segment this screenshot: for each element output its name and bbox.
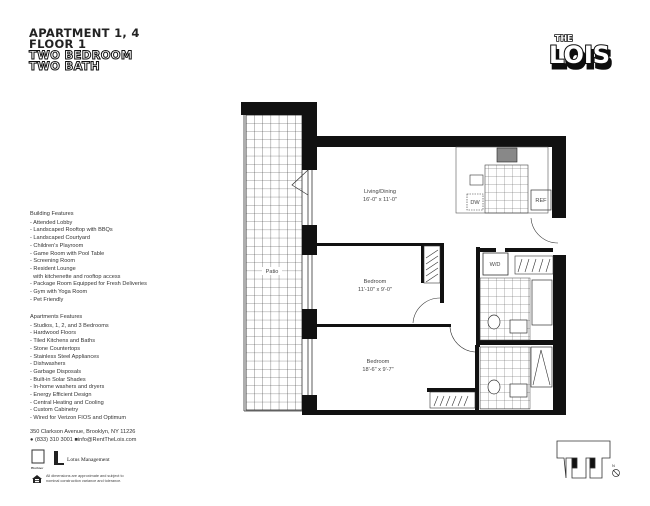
bedroom-count: TWO BEDROOM: [29, 48, 133, 62]
apartment-features-list: - Studios, 1, 2, and 3 Bedrooms- Hardwoo…: [30, 323, 126, 423]
lotus-logo-icon: [54, 451, 64, 465]
email-icon: ■: [74, 437, 78, 444]
bedroom1-dims: 11'-10" x 9'-0": [358, 287, 392, 293]
north-label: N: [612, 463, 615, 468]
address: 350 Clarkson Avenue, Brooklyn, NY 11226: [30, 429, 136, 435]
feature-item: - Landscaped Courtyard: [30, 235, 91, 242]
feature-item: - Attended Lobby: [30, 219, 73, 226]
fridge-icon: [530, 189, 552, 211]
developer-name: Bluthner: [31, 466, 44, 470]
feature-item: - Children's Playroom: [30, 242, 84, 249]
apartment-title: APARTMENT 1, 4: [29, 26, 140, 40]
unit-header: APARTMENT 1, 4 FLOOR 1 TWO BEDROOM TWO B…: [29, 26, 140, 73]
feature-item: - Stainless Steel Appliances: [30, 353, 100, 360]
floor-title: FLOOR 1: [29, 37, 87, 51]
feature-item: with kitchenette and rooftop access: [30, 273, 121, 280]
sink-icon: [509, 383, 528, 398]
phone-icon: ●: [30, 437, 34, 444]
feature-item: - Energy Efficient Design: [30, 392, 92, 399]
patio-label: Patio: [266, 269, 279, 275]
building-features-title: Building Features: [30, 211, 74, 217]
bedroom1-label: Bedroom: [364, 279, 387, 285]
bedroom2-dims: 18'-6" x 9'-7": [362, 367, 393, 373]
kitchen: DW REF: [455, 146, 559, 244]
wd-label: W/D: [490, 262, 501, 268]
feature-item: - Built-in Solar Shades: [30, 376, 86, 383]
living-label: Living/Dining: [364, 189, 396, 195]
bluthner-logo-icon: [31, 449, 45, 464]
feature-item: - Stone Countertops: [30, 345, 81, 352]
dw-label: DW: [470, 200, 480, 206]
bathroom-2: [479, 346, 553, 410]
building-features-list: - Attended Lobby- Landscaped Rooftop wit…: [30, 220, 147, 305]
apartment-features-title: Apartments Features: [30, 314, 83, 320]
north-arrow-icon: N: [612, 463, 620, 477]
feature-item: - Dishwashers: [30, 361, 66, 368]
toilet-icon: [487, 314, 501, 330]
feature-item: - Game Room with Pool Table: [30, 250, 105, 257]
sink-icon: [469, 174, 484, 186]
bedroom2-label: Bedroom: [367, 359, 390, 365]
bathtub-icon: [531, 279, 553, 326]
feature-item: - Gym with Yoga Room: [30, 289, 88, 296]
contact-info: 350 Clarkson Avenue, Brooklyn, NY 11226 …: [30, 428, 136, 445]
sink-icon: [509, 319, 528, 334]
feature-item: - Hardwood Floors: [30, 330, 77, 337]
manager-name: Lotus Management: [67, 457, 110, 463]
key-plan: [556, 440, 611, 479]
dishwasher-icon: [466, 193, 484, 211]
feature-item: - Resident Lounge: [30, 265, 76, 272]
email[interactable]: info@RentTheLois.com: [77, 437, 137, 444]
feature-item: - Wired for Verizon FIOS and Optimum: [30, 415, 127, 422]
disclaimer: All dimensions are approximate and subje…: [46, 474, 124, 483]
feature-item: - In-home washers and dryers: [30, 384, 105, 391]
feature-item: - Screening Room: [30, 258, 76, 265]
bathroom-1: [479, 277, 553, 341]
apartment-features: Apartments Features - Studios, 1, 2, and…: [30, 314, 126, 423]
closets: [423, 245, 554, 409]
patio-door[interactable]: [291, 169, 309, 196]
shower-icon: [530, 346, 553, 388]
logo-lois: LOIS: [549, 41, 610, 69]
partner-logos: Bluthner Lotus Management: [31, 449, 110, 470]
ref-label: REF: [535, 198, 547, 204]
feature-item: - Pet Friendly: [30, 296, 64, 303]
patio-windows: [307, 170, 313, 395]
feature-item: - Landscaped Rooftop with BBQs: [30, 227, 113, 234]
phone: (833) 310 3001: [34, 437, 73, 444]
patio: Patio: [243, 114, 303, 412]
feature-item: - Package Room Equipped for Fresh Delive…: [30, 281, 147, 288]
feature-item: - Custom Cabinetry: [30, 407, 79, 414]
feature-item: - Garbage Disposals: [30, 368, 81, 375]
logo-the: THE: [555, 34, 573, 43]
walls: [241, 102, 566, 415]
bath-count: TWO BATH: [29, 59, 101, 73]
building-features: Building Features - Attended Lobby- Land…: [30, 211, 147, 304]
equal-housing-icon: [32, 475, 42, 483]
the-lois-logo: THE LOIS: [548, 33, 611, 70]
toilet-icon: [487, 379, 501, 395]
bedroom2-door[interactable]: [449, 326, 476, 353]
bedroom1-door[interactable]: [412, 297, 441, 324]
feature-item: - Tiled Kitchens and Baths: [30, 338, 95, 345]
feature-item: - Studios, 1, 2, and 3 Bedrooms: [30, 322, 109, 329]
washer-dryer: [482, 252, 509, 276]
feature-item: - Central Heating and Cooling: [30, 399, 104, 406]
stove-icon: [496, 147, 518, 163]
living-dims: 16'-0" x 11'-0": [363, 197, 397, 203]
entry-door[interactable]: [530, 217, 559, 244]
